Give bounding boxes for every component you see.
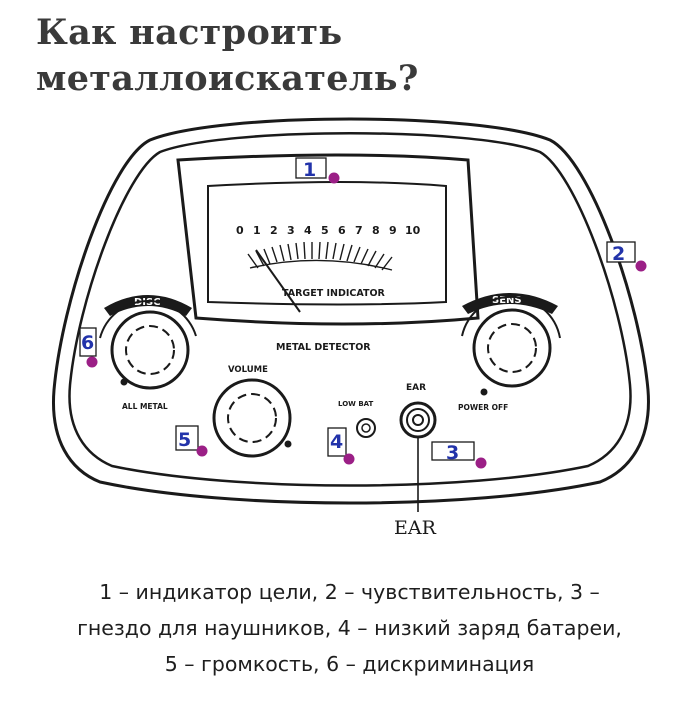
meter-window: [207, 181, 447, 306]
volume-indicator-dot: [284, 440, 292, 448]
disc-label-tab: [104, 295, 192, 316]
marker-dot: [635, 260, 647, 272]
title-line-1: Как настроить: [36, 12, 343, 53]
scale-number: 8: [372, 224, 380, 237]
sens-label: SENS: [492, 295, 522, 306]
marker-number: 3: [446, 442, 459, 464]
ear-callout-label: EAR: [394, 517, 437, 539]
caption-line-2: гнездо для наушников, 4 – низкий заряд б…: [77, 616, 622, 640]
volume-label: VOLUME: [228, 365, 268, 375]
marker-dot: [328, 172, 340, 184]
scale-number: 6: [338, 224, 346, 237]
scale-number: 0: [236, 224, 244, 237]
ear-label: EAR: [406, 383, 426, 393]
low-bat-indicator: LOW BAT: [338, 400, 376, 438]
caption-line-3: 5 – громкость, 6 – дискриминация: [164, 652, 535, 676]
legend-caption: 1 – индикатор цели, 2 – чувствительность…: [0, 574, 699, 682]
marker-number: 6: [81, 332, 94, 354]
title-line-2: металлоискатель?: [36, 58, 419, 99]
marker-box: [606, 241, 636, 263]
marker-box: [295, 157, 327, 179]
marker-dot: [86, 356, 98, 368]
sens-arc: [461, 295, 561, 339]
marker-box: [327, 427, 347, 457]
volume-knob-inner: [227, 393, 277, 443]
disc-knob-inner: [125, 325, 175, 375]
scale-number: 1: [253, 224, 261, 237]
ear-jack-middle: [406, 408, 430, 432]
marker-number: 5: [178, 429, 191, 451]
marker-number: 1: [303, 159, 316, 181]
page-title: Как настроить металлоискатель?: [36, 10, 419, 102]
marker-box: [431, 441, 475, 461]
disc-label: DISC: [134, 297, 161, 308]
marker-4: 4: [327, 427, 355, 465]
scale-number: 7: [355, 224, 363, 237]
caption-line-1: 1 – индикатор цели, 2 – чувствительность…: [99, 580, 600, 604]
meter-scale-numbers: 0 1 2 3 4 5 6 7 8 9 10: [236, 224, 421, 237]
marker-box: [79, 327, 97, 357]
scale-number: 4: [304, 224, 312, 237]
marker-2: 2: [606, 241, 647, 272]
sens-knob-group[interactable]: SENS POWER OFF: [458, 293, 561, 412]
disc-arc: [99, 299, 197, 339]
all-metal-label: ALL METAL: [122, 402, 168, 411]
meter-label: TARGET INDICATOR: [282, 288, 386, 299]
housing-outer: [51, 117, 650, 505]
scale-number: 9: [389, 224, 397, 237]
ear-jack-hole: [412, 414, 424, 426]
disc-knob[interactable]: [110, 310, 190, 390]
panel-label: METAL DETECTOR: [276, 342, 371, 353]
sens-knob-inner: [487, 323, 537, 373]
volume-knob-group[interactable]: VOLUME: [212, 365, 292, 458]
meter-bezel: [176, 153, 480, 326]
volume-knob[interactable]: [212, 378, 292, 458]
marker-5: 5: [175, 425, 208, 457]
meter-needle: [255, 249, 301, 313]
disc-knob-group[interactable]: DISC ALL METAL: [99, 295, 197, 411]
marker-box: [175, 425, 199, 451]
low-bat-led-inner: [361, 423, 371, 433]
low-bat-label: LOW BAT: [338, 400, 374, 408]
ear-jack-group[interactable]: EAR EAR: [394, 383, 437, 539]
scale-number: 10: [405, 224, 421, 237]
sens-label-tab: [462, 293, 558, 314]
low-bat-led: [356, 418, 376, 438]
housing-inner: [68, 132, 632, 487]
scale-number: 2: [270, 224, 278, 237]
marker-dot: [196, 445, 208, 457]
sens-indicator-dot: [480, 388, 488, 396]
scale-number: 3: [287, 224, 295, 237]
marker-6: 6: [79, 327, 98, 368]
sens-knob[interactable]: [472, 308, 552, 388]
marker-dot: [343, 453, 355, 465]
disc-indicator-dot: [120, 378, 128, 386]
marker-1: 1: [295, 157, 340, 184]
power-off-label: POWER OFF: [458, 403, 508, 412]
marker-dot: [475, 457, 487, 469]
marker-number: 2: [612, 243, 625, 265]
scale-number: 5: [321, 224, 329, 237]
marker-number: 4: [330, 431, 343, 453]
marker-3: 3: [431, 441, 487, 469]
